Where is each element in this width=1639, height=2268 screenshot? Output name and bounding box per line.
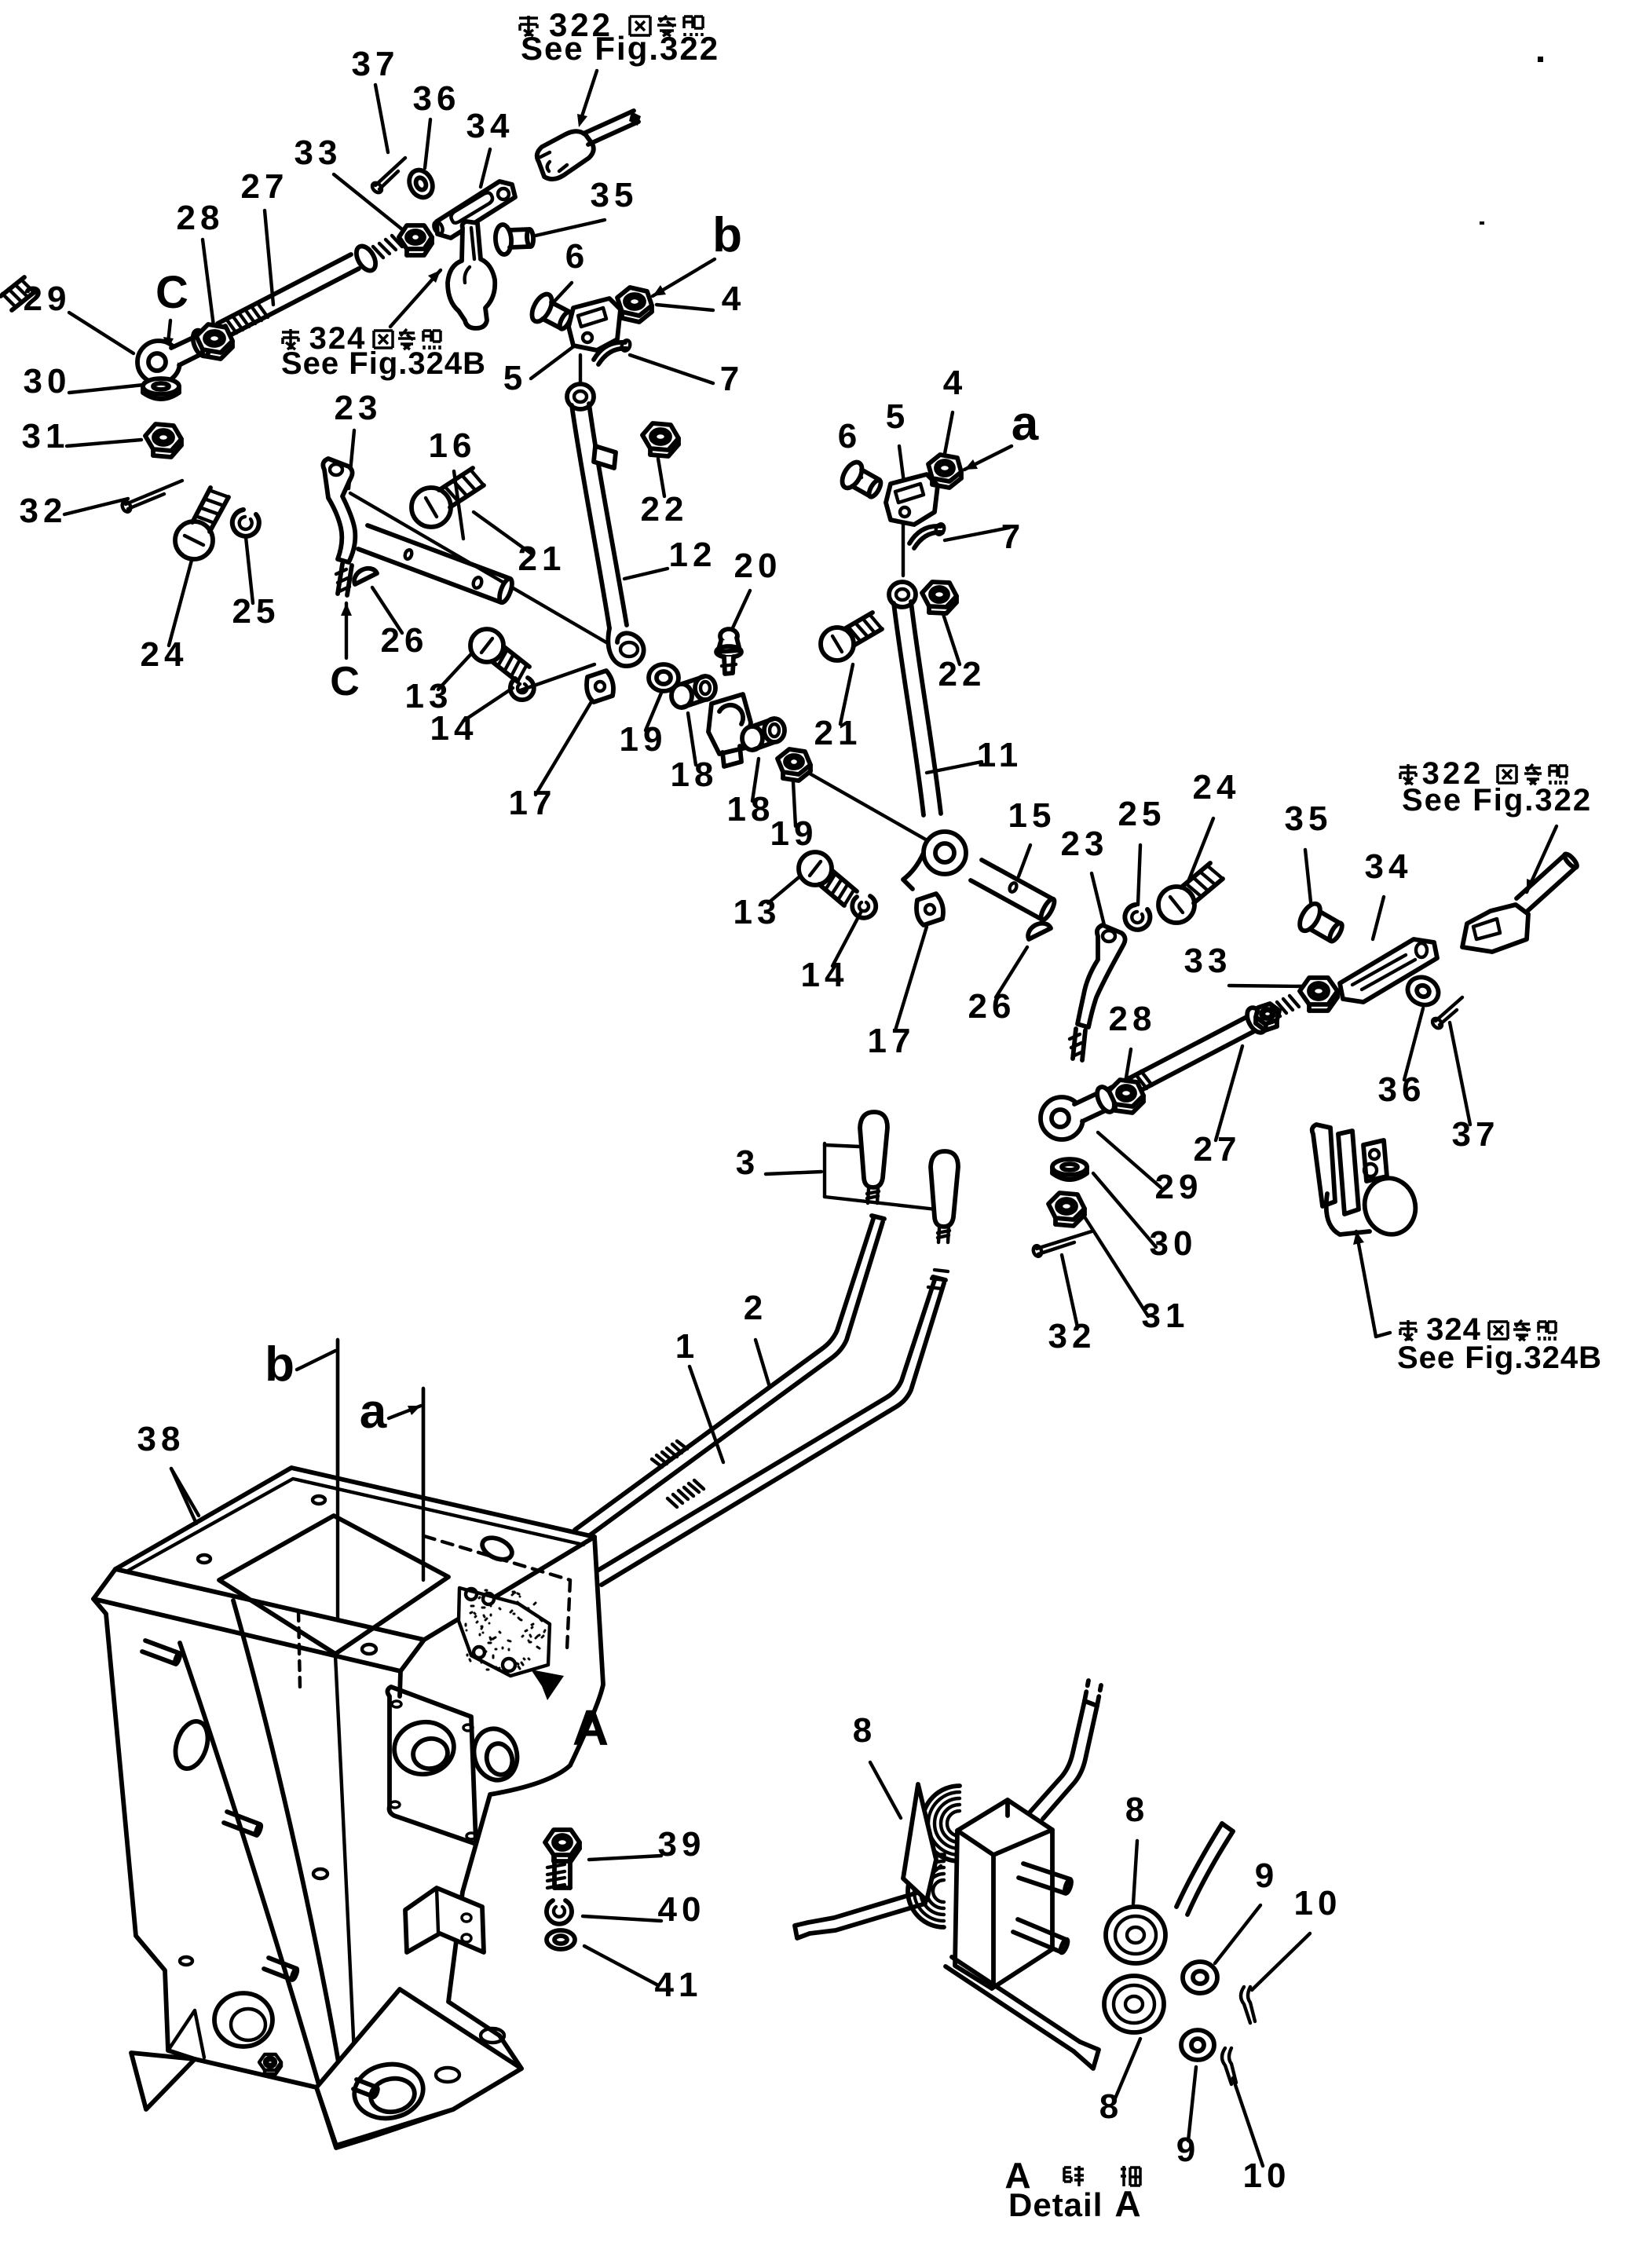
svg-text:8: 8 xyxy=(853,1711,876,1750)
svg-text:A: A xyxy=(1114,2183,1140,2224)
svg-text:7: 7 xyxy=(720,360,744,398)
svg-text:31: 31 xyxy=(22,417,70,455)
svg-text:3: 3 xyxy=(736,1143,759,1182)
svg-text:40: 40 xyxy=(658,1890,706,1929)
svg-text:7: 7 xyxy=(1001,518,1025,556)
svg-text:28: 28 xyxy=(177,199,225,237)
svg-text:9: 9 xyxy=(1255,1856,1279,1895)
svg-text:20: 20 xyxy=(734,547,782,585)
svg-text:See Fig.322: See Fig.322 xyxy=(1402,783,1592,818)
svg-text:16: 16 xyxy=(429,426,477,465)
svg-text:2: 2 xyxy=(744,1289,767,1327)
svg-text:9: 9 xyxy=(1176,2131,1200,2169)
svg-text:A: A xyxy=(573,1699,609,1756)
svg-text:26: 26 xyxy=(381,621,429,660)
svg-text:13: 13 xyxy=(405,677,453,715)
svg-text:14: 14 xyxy=(430,709,478,748)
svg-text:25: 25 xyxy=(1118,795,1166,833)
svg-text:6: 6 xyxy=(565,237,589,276)
svg-text:21: 21 xyxy=(518,540,566,578)
svg-text:36: 36 xyxy=(413,79,461,118)
svg-text:30: 30 xyxy=(24,362,71,401)
svg-text:324: 324 xyxy=(309,321,367,356)
svg-text:29: 29 xyxy=(24,280,71,318)
svg-text:33: 33 xyxy=(295,134,342,172)
svg-text:10: 10 xyxy=(1243,2156,1291,2195)
svg-text:5: 5 xyxy=(503,359,527,397)
svg-text:23: 23 xyxy=(1061,825,1109,863)
svg-text:30: 30 xyxy=(1150,1224,1198,1263)
svg-text:4: 4 xyxy=(943,364,967,402)
svg-text:18: 18 xyxy=(671,755,719,794)
svg-text:322: 322 xyxy=(549,6,613,43)
svg-text:34: 34 xyxy=(1365,847,1413,886)
svg-text:11: 11 xyxy=(977,736,1023,774)
svg-text:37: 37 xyxy=(352,45,400,83)
svg-text:34: 34 xyxy=(466,107,514,145)
svg-text:1: 1 xyxy=(675,1327,699,1366)
svg-text:35: 35 xyxy=(591,176,638,214)
svg-text:C: C xyxy=(155,267,188,318)
svg-text:24: 24 xyxy=(141,635,188,674)
svg-text:38: 38 xyxy=(137,1420,185,1458)
svg-text:26: 26 xyxy=(968,987,1016,1026)
svg-text:33: 33 xyxy=(1184,942,1232,980)
svg-text:17: 17 xyxy=(868,1022,916,1060)
svg-text:See Fig.324B: See Fig.324B xyxy=(1397,1341,1602,1375)
svg-text:36: 36 xyxy=(1378,1070,1426,1109)
svg-text:32: 32 xyxy=(20,492,68,530)
svg-text:322: 322 xyxy=(1422,756,1484,791)
svg-text:8: 8 xyxy=(1099,2087,1123,2126)
svg-text:5: 5 xyxy=(886,397,909,436)
svg-text:A: A xyxy=(1004,2155,1030,2196)
svg-text:17: 17 xyxy=(509,784,557,822)
svg-text:25: 25 xyxy=(232,592,280,631)
svg-text:14: 14 xyxy=(801,956,849,994)
svg-text:23: 23 xyxy=(335,389,382,427)
svg-text:27: 27 xyxy=(241,167,289,206)
svg-text:13: 13 xyxy=(734,893,781,931)
svg-text:4: 4 xyxy=(722,280,745,318)
svg-text:324: 324 xyxy=(1426,1312,1481,1347)
svg-text:19: 19 xyxy=(770,814,818,853)
svg-text:C: C xyxy=(330,659,360,704)
svg-text:b: b xyxy=(712,208,742,262)
svg-text:22: 22 xyxy=(938,655,986,693)
svg-text:12: 12 xyxy=(669,536,717,574)
svg-text:10: 10 xyxy=(1294,1884,1342,1922)
svg-text:a: a xyxy=(360,1385,387,1439)
svg-text:See Fig.322: See Fig.322 xyxy=(521,30,719,67)
svg-text:b: b xyxy=(265,1337,295,1392)
svg-text:39: 39 xyxy=(658,1825,706,1864)
svg-text:15: 15 xyxy=(1008,796,1056,835)
svg-text:27: 27 xyxy=(1194,1130,1242,1169)
svg-text:28: 28 xyxy=(1109,1000,1157,1038)
svg-text:41: 41 xyxy=(655,1966,703,2004)
svg-text:35: 35 xyxy=(1285,799,1333,838)
svg-text:8: 8 xyxy=(1125,1791,1149,1829)
svg-text:22: 22 xyxy=(641,490,689,529)
svg-text:Detail: Detail xyxy=(1008,2186,1103,2223)
svg-text:18: 18 xyxy=(727,790,775,829)
svg-text:a: a xyxy=(1012,397,1039,451)
svg-text:21: 21 xyxy=(814,714,862,752)
svg-text:24: 24 xyxy=(1193,768,1241,807)
svg-text:See Fig.324B: See Fig.324B xyxy=(281,346,486,381)
svg-text:37: 37 xyxy=(1452,1115,1500,1154)
svg-text:32: 32 xyxy=(1048,1317,1096,1355)
svg-text:6: 6 xyxy=(838,417,862,455)
svg-text:19: 19 xyxy=(620,720,668,759)
